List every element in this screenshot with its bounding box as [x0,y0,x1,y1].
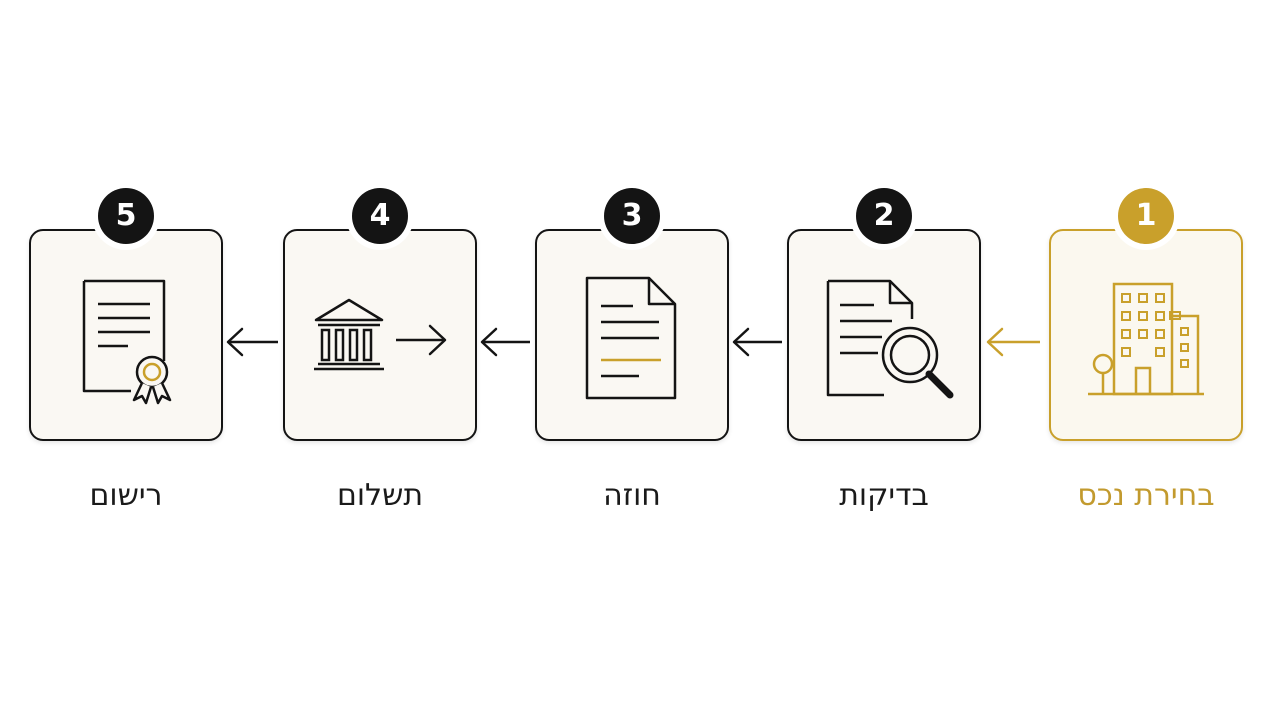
step-3-badge: 3 [604,188,660,244]
step-1-badge: 1 [1118,188,1174,244]
building-icon [1088,282,1204,396]
step-5-label: רישום [89,478,163,513]
step-3-label: חוזה [603,478,661,513]
arrow-1-to-2-icon [986,327,1040,357]
step-5-badge: 5 [98,188,154,244]
step-2-badge: 2 [856,188,912,244]
document-magnifier-icon [826,279,954,399]
bank-transfer-icon [314,298,447,371]
step-3-box [535,229,729,441]
arrow-3-to-4-icon [480,327,530,357]
step-4-box [283,229,477,441]
step-5-box [29,229,223,441]
arrow-4-to-5-icon [226,327,278,357]
step-4-label: תשלום [336,478,424,513]
step-4-badge: 4 [352,188,408,244]
certificate-icon [82,279,172,405]
arrow-2-to-3-icon [732,327,782,357]
contract-document-icon [585,276,677,400]
step-2-label: בדיקות [839,478,929,513]
step-1-label: בחירת נכס [1077,478,1215,513]
